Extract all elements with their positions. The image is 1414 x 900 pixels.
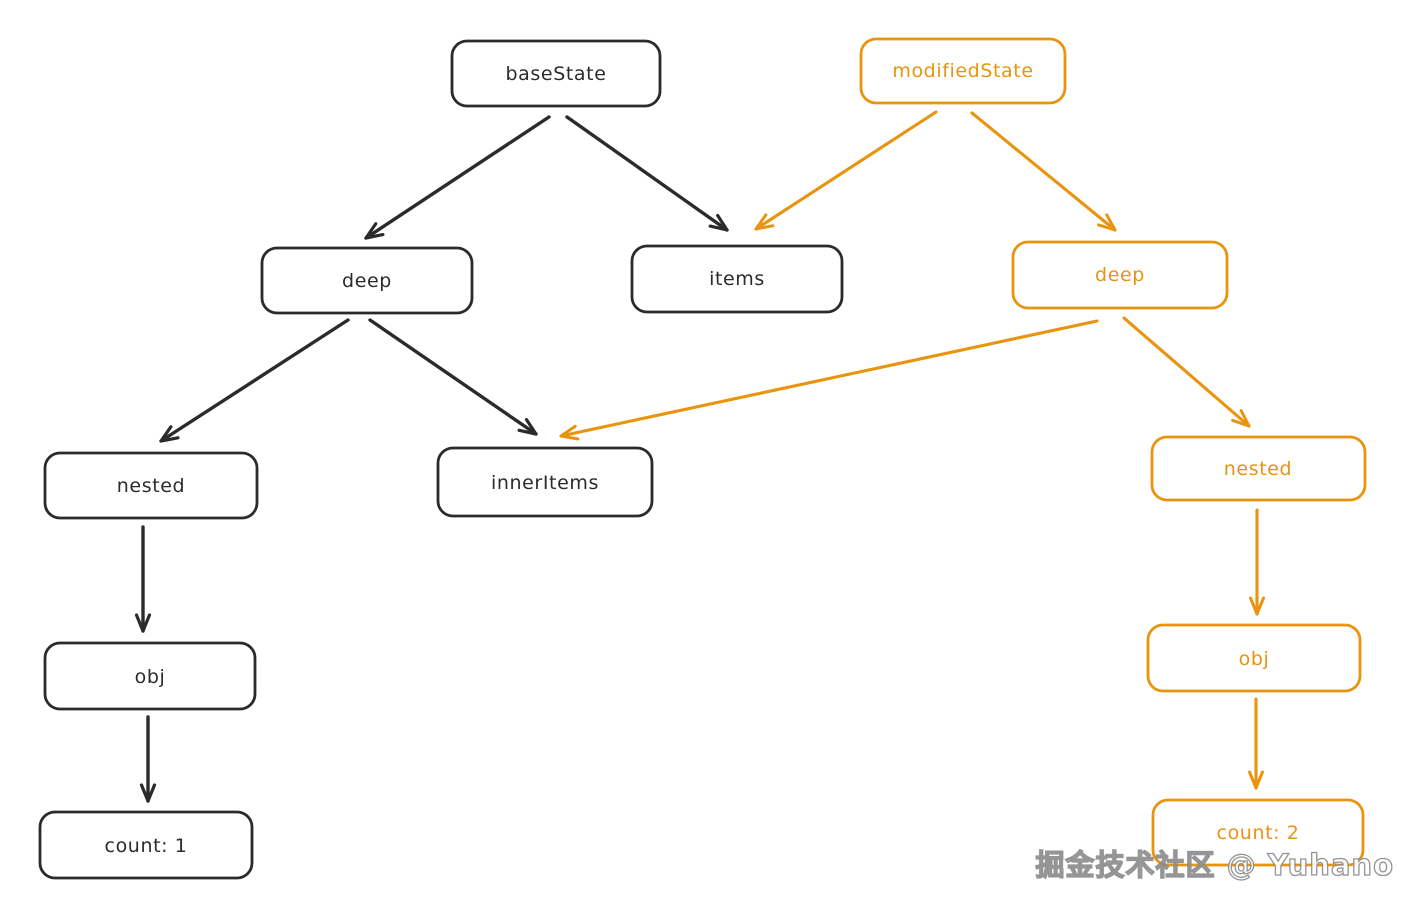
node-count-modified: count: 2 (1151, 798, 1365, 867)
edge-modified-deep-to-inneritems (559, 319, 1099, 441)
edge-deep-to-nested (159, 318, 350, 443)
node-count-modified-box (1151, 798, 1365, 867)
node-count-base-label: count: 1 (105, 835, 188, 857)
node-nested-base-box (43, 451, 259, 520)
node-nested-base-label: nested (117, 475, 185, 497)
node-obj-modified: obj (1146, 623, 1362, 693)
edge-modifiedstate-to-items (754, 110, 938, 231)
edge-basestate-to-items (565, 115, 729, 232)
node-obj-base-label: obj (135, 666, 166, 688)
node-items: items (630, 244, 844, 314)
node-count-base-box (38, 810, 254, 880)
node-modifiedstate: modifiedState (859, 37, 1067, 105)
edge-deep-to-inneritems (368, 318, 538, 436)
node-items-label: items (709, 268, 765, 290)
edge-modified-deep-to-nested (1122, 316, 1251, 428)
node-basestate-box (450, 39, 662, 108)
node-obj-modified-label: obj (1239, 648, 1270, 670)
node-inneritems-label: innerItems (491, 472, 599, 494)
node-obj-base-box (43, 641, 257, 711)
node-nested-modified-box (1150, 435, 1367, 502)
node-modifiedstate-box (859, 37, 1067, 105)
node-deep-base-box (260, 246, 474, 315)
node-deep-base: deep (260, 246, 474, 315)
node-inneritems: innerItems (436, 446, 654, 518)
node-deep-modified-box (1011, 240, 1229, 310)
node-basestate-label: baseState (506, 63, 607, 85)
node-basestate: baseState (450, 39, 662, 108)
node-inneritems-box (436, 446, 654, 518)
edge-modifiedstate-to-deep (970, 111, 1117, 232)
node-obj-modified-box (1146, 623, 1362, 693)
node-nested-base: nested (43, 451, 259, 520)
node-items-box (630, 244, 844, 314)
node-count-base: count: 1 (38, 810, 254, 880)
node-nested-modified: nested (1150, 435, 1367, 502)
node-modifiedstate-label: modifiedState (892, 60, 1033, 82)
edge-basestate-to-deep (364, 115, 551, 240)
node-nested-modified-label: nested (1224, 458, 1292, 480)
node-deep-base-label: deep (342, 270, 392, 292)
watermark: 掘金技术社区 @ Yuhano (1035, 847, 1394, 882)
node-obj-base: obj (43, 641, 257, 711)
node-count-modified-label: count: 2 (1217, 822, 1300, 844)
node-deep-modified: deep (1011, 240, 1229, 310)
node-deep-modified-label: deep (1095, 264, 1145, 286)
